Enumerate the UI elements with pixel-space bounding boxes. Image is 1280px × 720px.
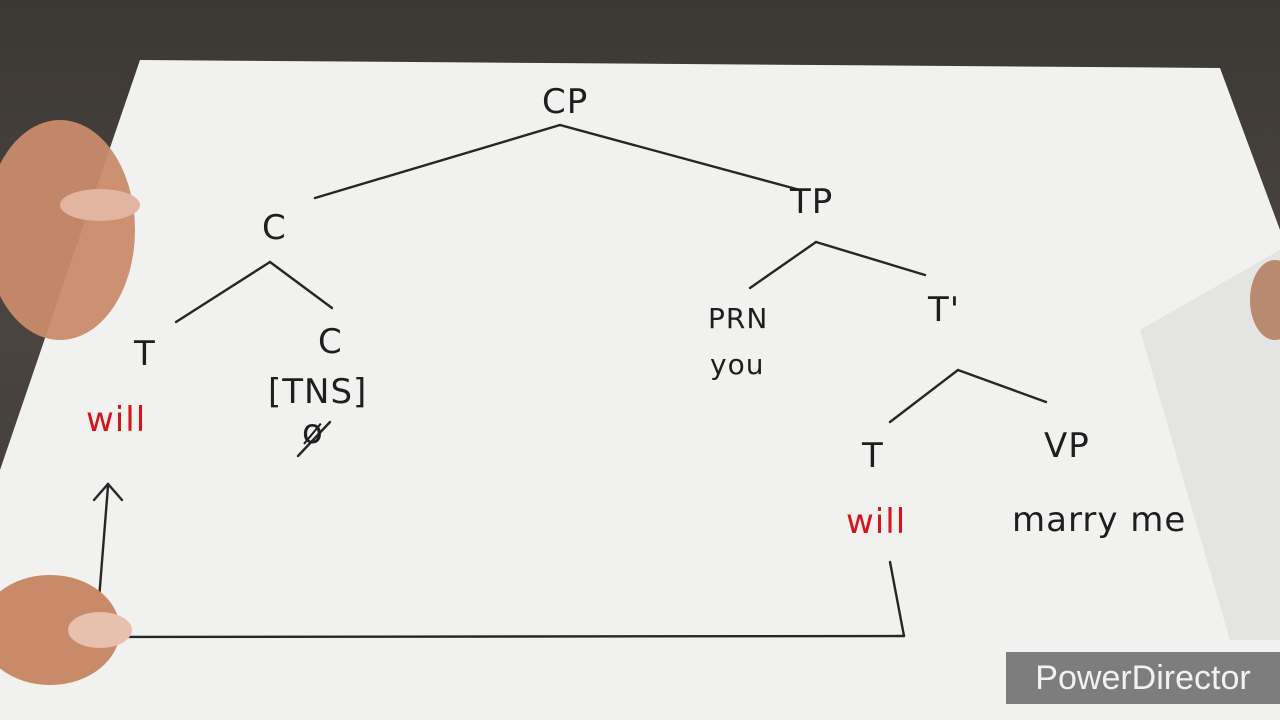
movement-line-down [888,560,906,638]
branch-cp-c [313,123,562,200]
hand-shadow [1140,250,1280,640]
branch-c-t [174,260,272,324]
powerdirector-watermark: PowerDirector [1006,652,1280,704]
left-hand-upper [0,120,135,340]
left-hand-lower [0,575,120,685]
node-you: you [710,348,765,381]
node-will-right: will [846,502,907,542]
null-slash [296,420,332,458]
node-t-right: T [862,436,884,476]
left-fingernail-upper [60,189,140,221]
node-tns: [TNS] [268,372,368,412]
branch-c-c [268,260,334,310]
branch-cp-tp [558,123,802,192]
node-cp: CP [542,82,589,122]
node-prn: PRN [708,302,769,335]
node-null: ø [302,412,324,452]
branch-tp-prn [748,240,818,290]
paper-surface [0,60,1280,720]
arrow-head-icon [92,482,124,502]
left-fingernail-lower [68,612,132,648]
node-t-bar: T' [928,290,961,330]
node-c-top: C [262,208,287,248]
node-tp: TP [790,182,834,222]
movement-line-bottom [94,634,906,639]
branch-tbar-vp [956,368,1048,404]
right-hand [1250,260,1280,340]
node-vp: VP [1044,426,1090,466]
node-marry-me: marry me [1012,500,1187,540]
tree-branches [92,123,1048,639]
node-will-left: will [86,400,147,440]
branch-tbar-t [888,368,960,424]
node-t-left: T [134,334,156,374]
branch-tp-tbar [814,240,927,277]
node-c-left: C [318,322,343,362]
